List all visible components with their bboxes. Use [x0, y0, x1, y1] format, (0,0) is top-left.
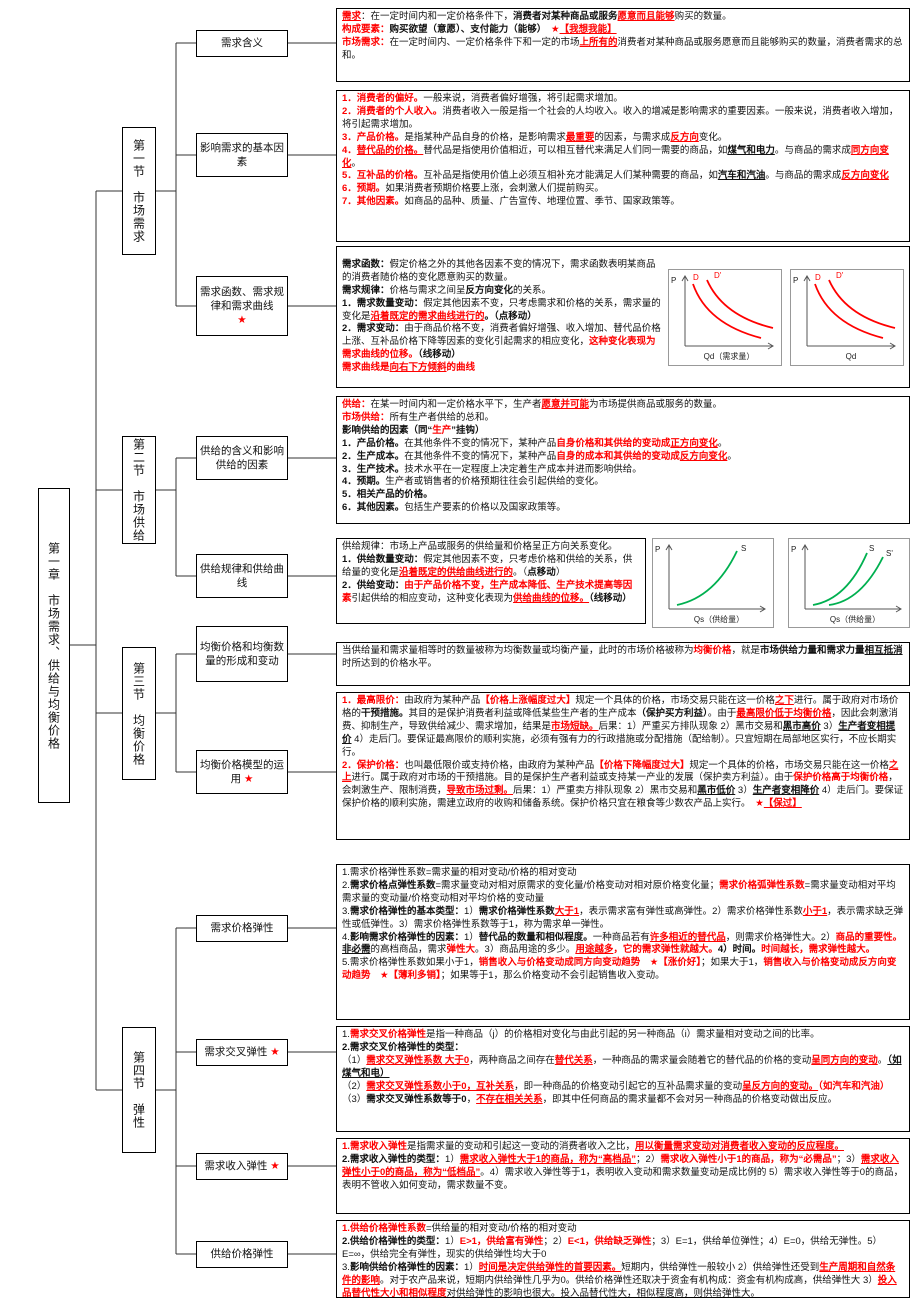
- axis-label-qs: Qs（供给量）: [694, 614, 744, 624]
- demand-curve-chart-1: P D D' Qd（需求量）: [668, 268, 782, 366]
- content-demand-function-curve: 需求函数：假定价格之外的其他各因素不变的情况下，需求函数表明某商品的消费者随价格…: [336, 246, 910, 388]
- topic-label: 需求交叉弹性: [204, 1046, 268, 1059]
- topic-label: 需求价格弹性: [210, 922, 274, 935]
- topic-supply-law-curve: 供给规律和供给曲线: [196, 554, 288, 598]
- topic-label: 供给价格弹性: [210, 1248, 274, 1261]
- topic-label: 需求含义: [221, 37, 263, 50]
- chapter-title: 第一章 市场需求、供给与均衡价格: [46, 541, 61, 750]
- content-demand-factors: 1．消费者的偏好。一般来说，消费者偏好增强，将引起需求增加。2．消费者的个人收入…: [336, 90, 910, 242]
- chapter-box: 第一章 市场需求、供给与均衡价格: [38, 488, 70, 803]
- topic-label: 需求收入弹性: [204, 1160, 268, 1173]
- axis-label-qd: Qd（需求量）: [704, 351, 755, 361]
- topic-demand-meaning: 需求含义: [196, 30, 288, 57]
- content-income-elasticity: 1.需求收入弹性是指需求量的变动和引起这一变动的消费者收入之比，用以衡量需求变动…: [336, 1138, 910, 1214]
- topic-label: 供给规律和供给曲线: [200, 562, 284, 589]
- section-label: 第四节 弹性: [131, 1051, 146, 1129]
- demand-curve-chart-2: P D D' Qd: [790, 268, 904, 366]
- topic-cross-elasticity: 需求交叉弹性 ★: [196, 1039, 288, 1066]
- topic-supply-price-elasticity: 供给价格弹性: [196, 1241, 288, 1268]
- section-label: 第三节 均衡价格: [131, 661, 146, 766]
- axis-label-p: P: [791, 545, 796, 554]
- curve-label-s: S: [869, 544, 874, 553]
- curve-label-d2: D': [714, 271, 722, 280]
- content-equilibrium-formation: 当供给量和需求量相等时的数量被称为均衡数量或均衡产量，此时的市场价格被称为均衡价…: [336, 642, 910, 686]
- demand-curve-text: 需求函数：假定价格之外的其他各因素不变的情况下，需求函数表明某商品的消费者随价格…: [342, 258, 661, 374]
- topic-income-elasticity: 需求收入弹性 ★: [196, 1153, 288, 1180]
- section-box-market-demand: 第一节 市场需求: [122, 127, 156, 255]
- star-marker: ★: [244, 773, 254, 785]
- supply-curve-chart-1: P S Qs（供给量）: [652, 538, 774, 628]
- topic-label: 影响需求的基本因素: [200, 141, 284, 168]
- star-marker: ★: [237, 314, 247, 327]
- curve-label-d: D: [693, 273, 699, 282]
- axis-label-p: P: [655, 545, 660, 554]
- section-box-elasticity: 第四节 弹性: [122, 1027, 156, 1153]
- topic-label: 均衡价格模型的运用: [200, 758, 284, 785]
- curve-label-d2: D': [836, 271, 844, 280]
- section-label: 第一节 市场需求: [131, 139, 146, 243]
- content-supply-meaning-factors: 供给：在某一时间内和一定价格水平下，生产者愿意并可能为市场提供商品或服务的数量。…: [336, 396, 910, 524]
- section-label: 第二节 市场供给: [131, 438, 146, 542]
- star-marker: ★: [270, 1046, 280, 1059]
- section-box-market-supply: 第二节 市场供给: [122, 436, 156, 544]
- content-supply-law-curve: 供给规律：市场上产品或服务的供给量和价格呈正方向关系变化。1．供给数量变动：假定…: [336, 538, 646, 624]
- axis-label-qs: Qs（供给量）: [830, 614, 880, 624]
- section-box-equilibrium-price: 第三节 均衡价格: [122, 647, 156, 780]
- topic-demand-factors: 影响需求的基本因素: [196, 133, 288, 177]
- topic-demand-function-curve: 需求函数、需求规律和需求曲线 ★: [196, 276, 288, 336]
- axis-label-p: P: [793, 276, 798, 285]
- curve-label-d: D: [815, 273, 821, 282]
- supply-chart-2-wrap: P S S' Qs（供给量）: [788, 538, 910, 633]
- axis-label-p: P: [671, 276, 676, 285]
- topic-equilibrium-model: 均衡价格模型的运用 ★: [196, 750, 288, 794]
- content-equilibrium-model: 1．最高限价：由政府为某种产品【价格上涨幅度过大】规定一个具体的价格，市场交易只…: [336, 692, 910, 840]
- curve-label-s2: S': [886, 549, 893, 558]
- topic-equilibrium-formation: 均衡价格和均衡数量的形成和变动: [196, 626, 288, 682]
- topic-demand-price-elasticity: 需求价格弹性: [196, 915, 288, 942]
- topic-label: 均衡价格和均衡数量的形成和变动: [200, 640, 284, 667]
- content-demand-meaning: 需求：在一定时间内和一定价格条件下，消费者对某种商品或服务愿意而且能够购买的数量…: [336, 8, 910, 82]
- content-cross-elasticity: 1.需求交叉价格弹性是指一种商品（j）的价格相对变化与由此引起的另一种商品（i）…: [336, 1026, 910, 1132]
- axis-label-qd: Qd: [846, 352, 857, 361]
- curve-label-s: S: [741, 544, 746, 553]
- supply-curve-chart-2: P S S' Qs（供给量）: [788, 538, 910, 628]
- demand-charts: P D D' Qd（需求量） P D D' Qd: [668, 268, 904, 366]
- topic-label: 供给的含义和影响供给的因素: [200, 444, 284, 471]
- star-marker: ★: [270, 1160, 280, 1173]
- supply-chart-1-wrap: P S Qs（供给量）: [652, 538, 774, 633]
- topic-supply-meaning-factors: 供给的含义和影响供给的因素: [196, 436, 288, 480]
- topic-label: 需求函数、需求规律和需求曲线: [200, 285, 284, 312]
